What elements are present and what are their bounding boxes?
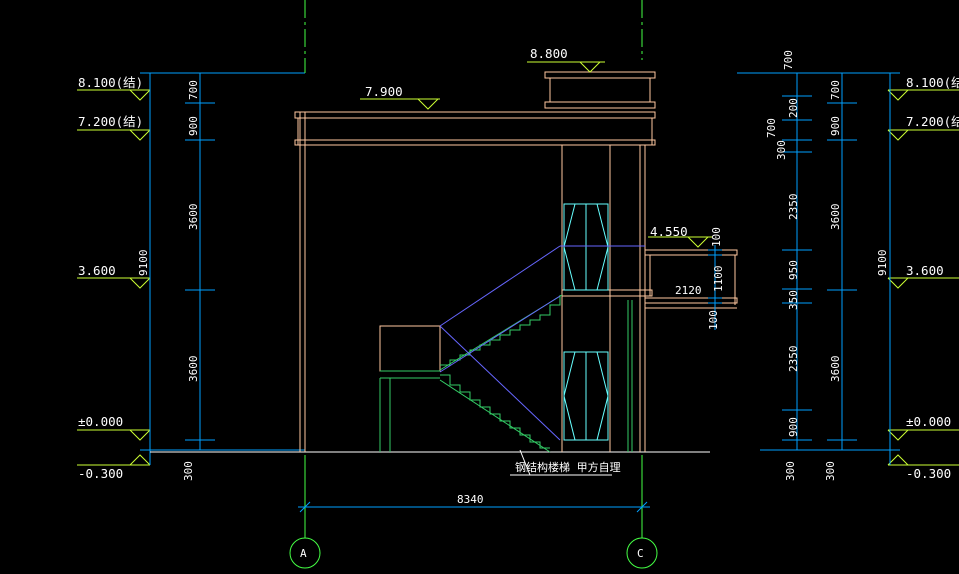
glass-windows — [563, 203, 609, 441]
right-inner-dim-700: 700 — [765, 118, 778, 138]
left-dimension-chain — [140, 72, 215, 465]
stair-note: 钢结构楼梯 甲方自理 — [515, 460, 621, 474]
left-dim-700: 700 — [187, 80, 200, 100]
right-inner-dim-950: 950 — [787, 260, 800, 280]
right-elev-7200: 7.200(结) — [906, 114, 959, 129]
left-dim-900: 900 — [187, 116, 200, 136]
level-8800: 8.800 — [530, 46, 568, 61]
right-inner-dim-200: 200 — [787, 98, 800, 118]
grid-axis-c-circle — [626, 537, 658, 569]
cross-braces — [439, 245, 645, 441]
right-outer-dim-900: 900 — [829, 116, 842, 136]
overall-width-dimension — [298, 501, 650, 513]
canopy-dim-100b: 100 — [707, 310, 720, 330]
canopy-dim-100a: 100 — [710, 227, 723, 247]
right-inner-dim-2350a: 2350 — [787, 194, 800, 221]
right-outer-dim-3600a: 3600 — [829, 204, 842, 231]
grid-axis-lines — [304, 0, 643, 538]
canopy-dim-2120: 2120 — [675, 284, 702, 297]
left-dim-9100: 9100 — [137, 250, 150, 277]
right-elev-8100: 8.100(结) — [906, 75, 959, 90]
overall-width-label: 8340 — [457, 493, 484, 506]
right-inner-dim-2350b: 2350 — [787, 346, 800, 373]
right-extension-lines — [737, 72, 890, 451]
right-outer-dim-9100: 9100 — [876, 250, 889, 277]
left-extension-lines — [150, 72, 305, 451]
right-elevation-markers — [887, 89, 959, 466]
roof-level-markers — [360, 61, 712, 248]
right-inner-dim-300: 300 — [784, 461, 797, 481]
canopy-dim-1100: 1100 — [712, 266, 725, 293]
right-inner-dim-350: 350 — [787, 290, 800, 310]
left-elev-8100: 8.100(结) — [78, 75, 143, 90]
grid-axis-c-label: C — [637, 547, 644, 560]
right-inner-dim-700top: 700 — [782, 50, 795, 70]
steel-stair — [379, 294, 633, 453]
right-outer-dimension-chain — [827, 72, 900, 465]
left-dim-3600b: 3600 — [187, 356, 200, 383]
left-dim-300: 300 — [182, 461, 195, 481]
right-inner-dim-900: 900 — [787, 417, 800, 437]
right-outer-dim-300: 300 — [824, 461, 837, 481]
right-elev-m300: -0.300 — [906, 466, 951, 481]
level-4550: 4.550 — [650, 224, 688, 239]
right-outer-dim-3600b: 3600 — [829, 356, 842, 383]
stair-note-leader — [510, 449, 612, 476]
grid-axis-a-circle — [289, 537, 321, 569]
right-outer-dim-700: 700 — [829, 80, 842, 100]
right-inner-dim-300: 300 — [775, 140, 788, 160]
left-elev-0000: ±0.000 — [78, 414, 123, 429]
left-elevation-markers — [77, 89, 151, 466]
right-inner-dimension-chain — [782, 72, 812, 450]
level-7900: 7.900 — [365, 84, 403, 99]
building-outline — [294, 71, 738, 452]
right-elev-0000: ±0.000 — [906, 414, 951, 429]
left-dim-3600a: 3600 — [187, 204, 200, 231]
left-elev-m300: -0.300 — [78, 466, 123, 481]
canopy-dimensions — [708, 245, 722, 330]
right-elev-3600: 3.600 — [906, 263, 944, 278]
left-elev-7200: 7.200(结) — [78, 114, 143, 129]
left-elev-3600: 3.600 — [78, 263, 116, 278]
grid-axis-a-label: A — [300, 547, 307, 560]
